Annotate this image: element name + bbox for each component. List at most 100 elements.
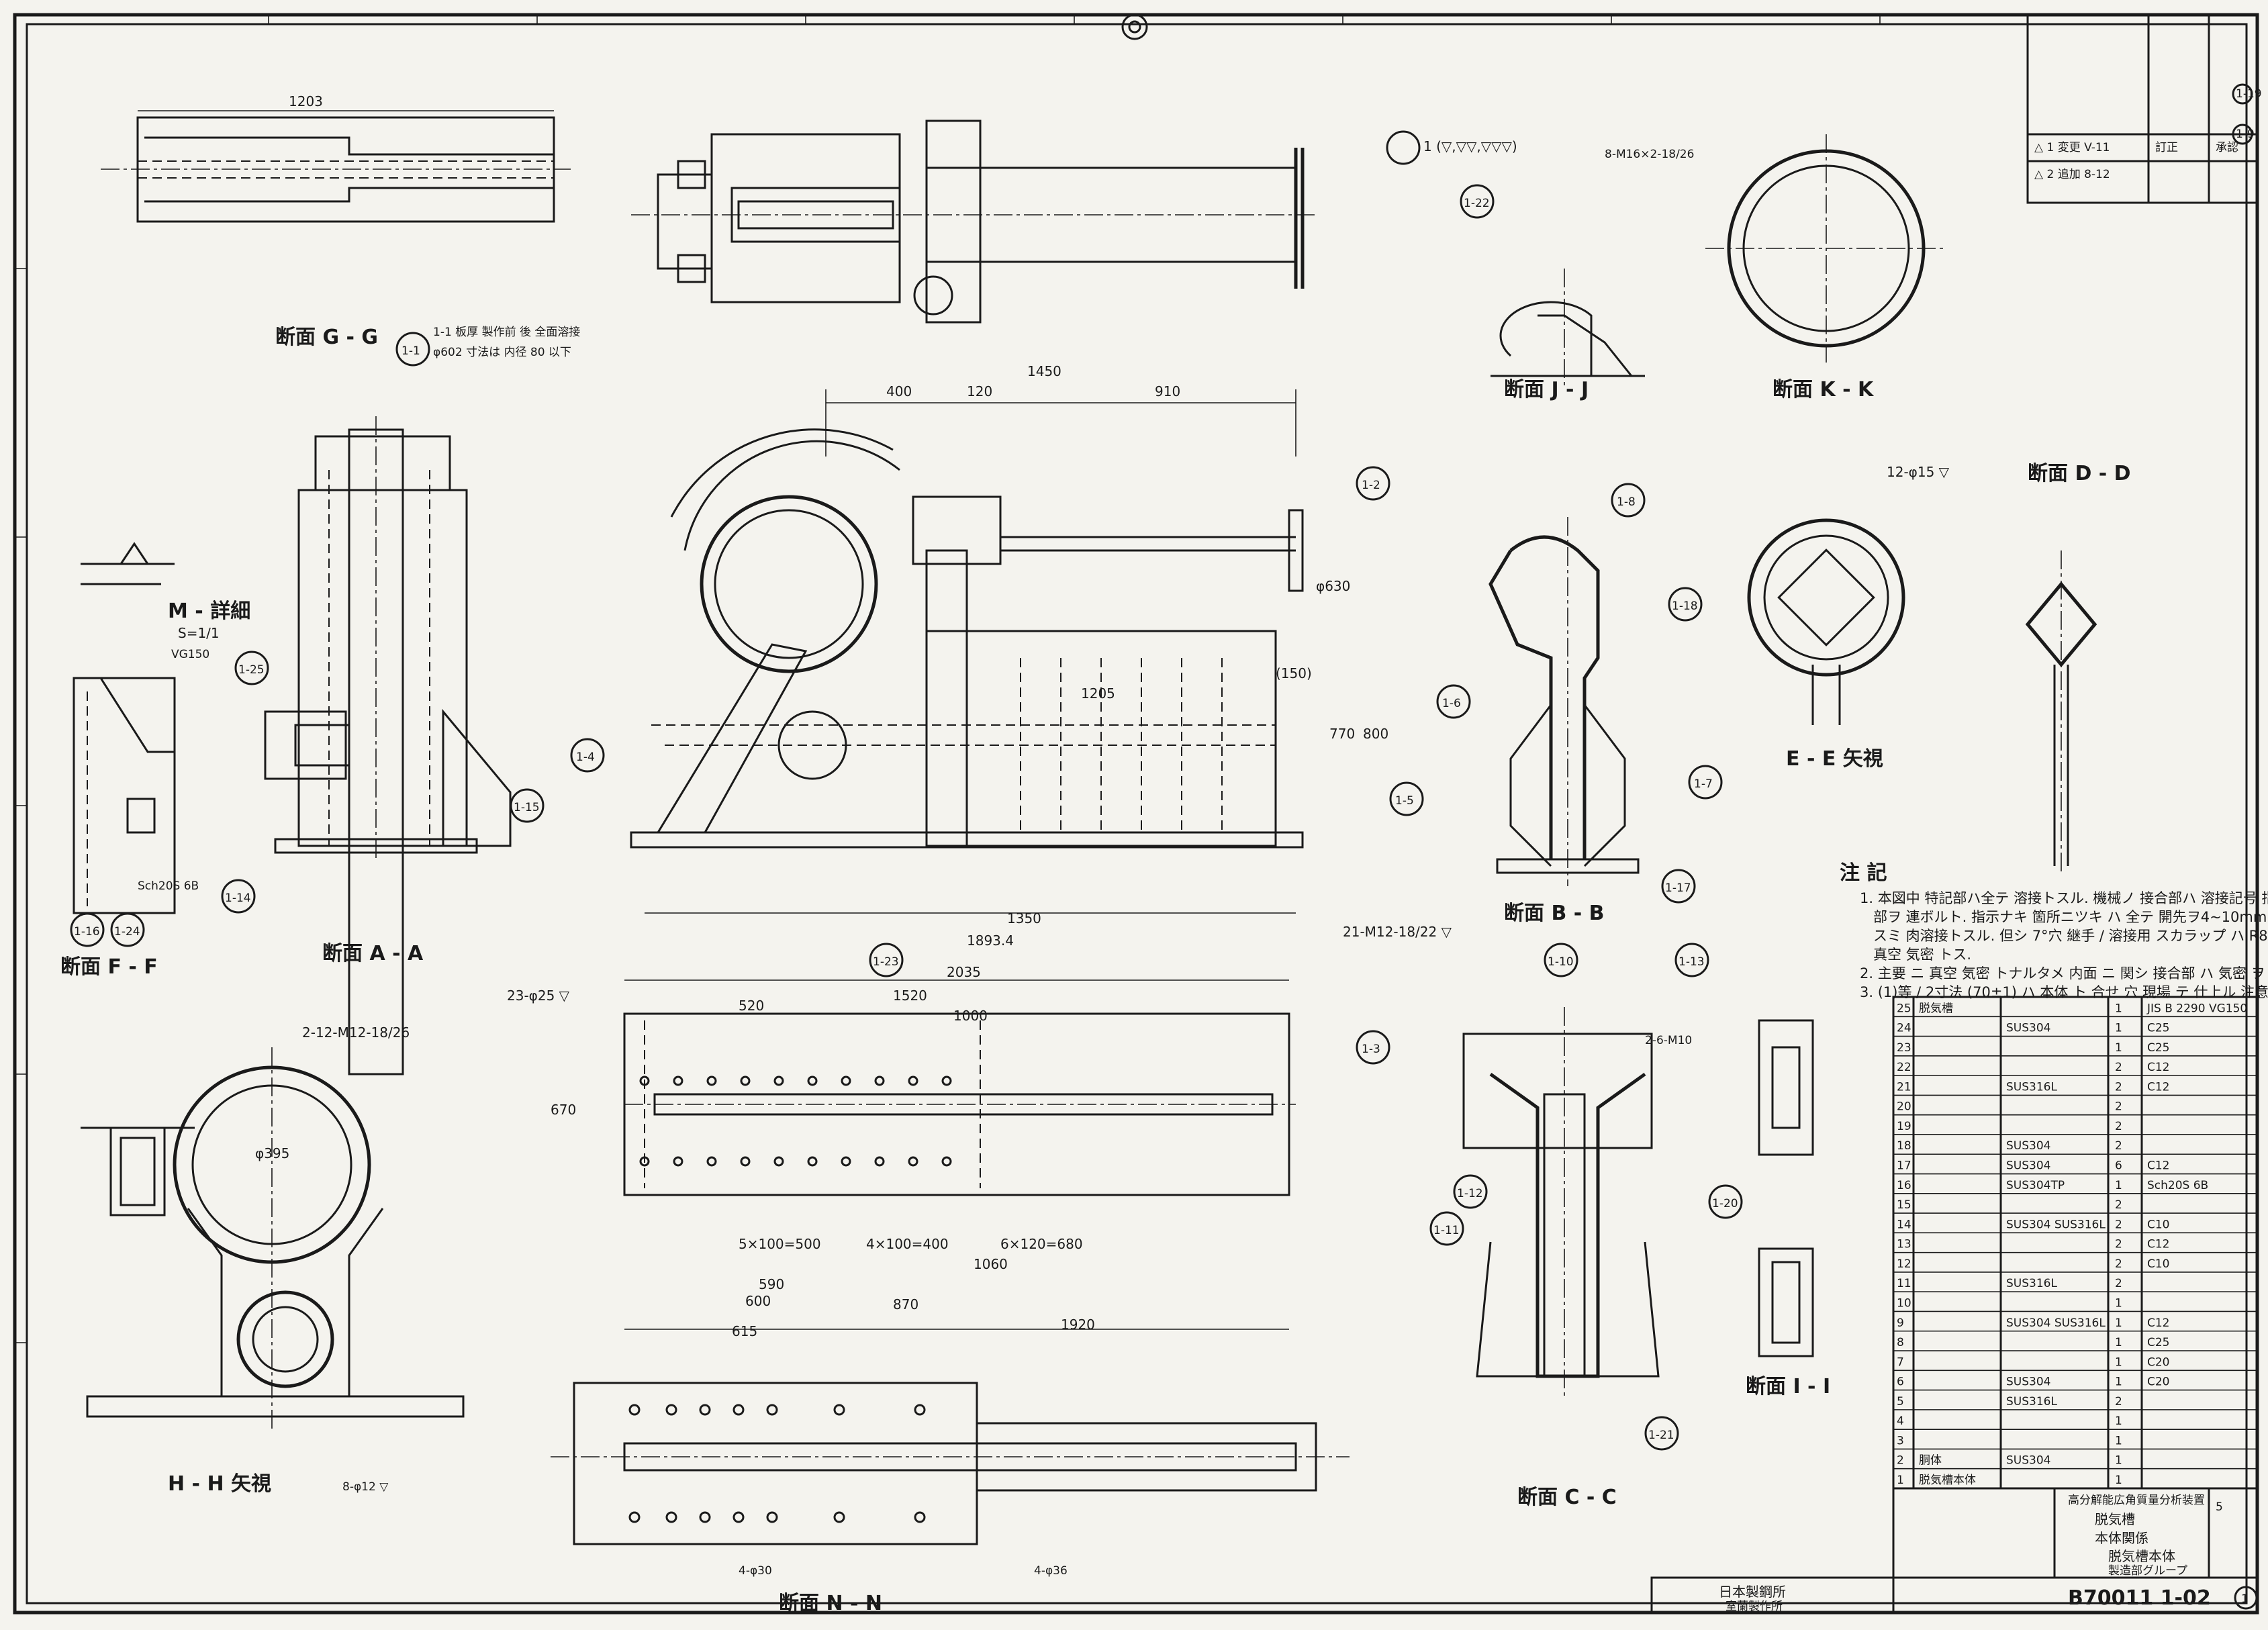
balloon-1-6: 1-6 bbox=[1436, 684, 1471, 719]
parts-cell-mat: SUS316L bbox=[2006, 1080, 2057, 1094]
parts-cell-note: C20 bbox=[2147, 1355, 2170, 1369]
notes-heading: 注 記 bbox=[1840, 861, 1887, 885]
balloon-1-3: 1-3 bbox=[1356, 1030, 1390, 1065]
parts-cell-mat: SUS304 bbox=[2006, 1022, 2050, 1035]
label-view-hh: H - H 矢視 bbox=[168, 1472, 271, 1496]
svg-text:1-17: 1-17 bbox=[1665, 881, 1691, 895]
note-line-3: スミ 肉溶接トスル. 但シ 7°穴 継手 / 溶接用 スカラップ ハ R8ニ 統… bbox=[1873, 928, 2268, 944]
title-line-2: 脱気槽 bbox=[2095, 1511, 2135, 1527]
parts-cell-qty: 1 bbox=[2115, 1296, 2122, 1310]
parts-cell-no: 10 bbox=[1897, 1296, 1911, 1310]
balloon-1-17: 1-17 bbox=[1661, 869, 1696, 904]
svg-text:1-15: 1-15 bbox=[514, 801, 540, 814]
label-section-aa: 断面 A - A bbox=[322, 942, 424, 965]
view-section-dd bbox=[2025, 550, 2097, 873]
dim-1350: 1350 bbox=[1007, 910, 1041, 926]
svg-text:1-6: 1-6 bbox=[1442, 697, 1461, 710]
parts-cell-qty: 2 bbox=[2115, 1100, 2122, 1114]
parts-cell-qty: 1 bbox=[2115, 1474, 2122, 1487]
parts-cell-qty: 2 bbox=[2115, 1120, 2122, 1133]
dim-520: 520 bbox=[739, 998, 764, 1014]
label-section-gg: 断面 G - G bbox=[275, 326, 378, 349]
parts-cell-qty: 6 bbox=[2115, 1159, 2122, 1173]
dim-590: 590 bbox=[759, 1276, 784, 1292]
svg-text:1-12: 1-12 bbox=[1457, 1187, 1483, 1200]
svg-text:1-21: 1-21 bbox=[1648, 1429, 1674, 1442]
dim-1205: 1205 bbox=[1081, 685, 1115, 702]
parts-cell-name: 胴体 bbox=[1919, 1454, 1942, 1468]
revision-row-1: △ 1 変更 V-11 bbox=[2034, 141, 2110, 154]
dim-600: 600 bbox=[745, 1293, 771, 1309]
revision-col-2: 承認 bbox=[2216, 141, 2238, 154]
dim-800: 800 bbox=[1363, 726, 1388, 742]
balloon-1-8: 1-8 bbox=[1611, 483, 1646, 518]
balloon-1-10: 1-10 bbox=[1544, 943, 1578, 977]
dim-770: 770 bbox=[1329, 726, 1355, 742]
parts-cell-note: C10 bbox=[2147, 1218, 2170, 1231]
parts-cell-qty: 1 bbox=[2115, 1002, 2122, 1015]
label-section-bb: 断面 B - B bbox=[1504, 902, 1605, 925]
parts-cell-note: C12 bbox=[2147, 1238, 2170, 1251]
revision-row-2: △ 2 追加 8-12 bbox=[2034, 168, 2110, 181]
callout-holes-4b: 4-φ36 bbox=[1034, 1564, 1068, 1578]
label-section-ff: 断面 F - F bbox=[60, 955, 158, 979]
dim-1920: 1920 bbox=[1061, 1316, 1095, 1333]
main-shell-circle bbox=[700, 495, 878, 673]
parts-cell-qty: 2 bbox=[2115, 1198, 2122, 1212]
label-scale-m: S=1/1 bbox=[178, 625, 220, 641]
svg-text:1-7: 1-7 bbox=[1694, 777, 1713, 791]
parts-cell-no: 17 bbox=[1897, 1159, 1911, 1173]
callout-tapped-2-6: 2-6-M10 bbox=[1645, 1034, 1692, 1047]
balloon-1-2: 1-2 bbox=[1356, 466, 1390, 501]
parts-cell-no: 11 bbox=[1897, 1277, 1911, 1290]
parts-cell-mat: SUS304 SUS316L bbox=[2006, 1218, 2106, 1231]
dim-phi395: φ395 bbox=[255, 1145, 289, 1161]
parts-cell-qty: 1 bbox=[2115, 1434, 2122, 1447]
label-section-nn: 断面 N - N bbox=[779, 1592, 882, 1615]
svg-text:1-22: 1-22 bbox=[1464, 197, 1490, 210]
company-block: 日本製鋼所 室蘭製作所 bbox=[1650, 1576, 1895, 1614]
revision-mark bbox=[2234, 1586, 2258, 1610]
label-section-kk: 断面 K - K bbox=[1773, 378, 1875, 401]
parts-cell-note: C25 bbox=[2147, 1336, 2170, 1349]
parts-cell-note: C25 bbox=[2147, 1022, 2170, 1035]
parts-cell-mat: SUS304TP bbox=[2006, 1179, 2065, 1192]
label-section-cc: 断面 C - C bbox=[1517, 1486, 1617, 1509]
parts-cell-no: 21 bbox=[1897, 1080, 1911, 1094]
callout-bore-note: φ602 寸法は 内径 80 以下 bbox=[433, 346, 571, 359]
view-section-aa bbox=[264, 416, 512, 1075]
parts-cell-no: 4 bbox=[1897, 1415, 1904, 1428]
callout-weld-note: 1-1 板厚 製作前 後 全面溶接 bbox=[433, 326, 580, 339]
callout-valve: VG150 bbox=[171, 648, 209, 661]
parts-cell-qty: 1 bbox=[2115, 1454, 2122, 1468]
dim-5x100: 5×100=500 bbox=[739, 1236, 821, 1252]
parts-cell-qty: 1 bbox=[2115, 1041, 2122, 1055]
balloon-1-24: 1-24 bbox=[110, 912, 145, 947]
parts-cell-qty: 2 bbox=[2115, 1061, 2122, 1074]
dim-phi630: φ630 bbox=[1316, 578, 1350, 594]
balloon-1-5: 1-5 bbox=[1389, 781, 1424, 816]
parts-cell-no: 25 bbox=[1897, 1002, 1911, 1015]
svg-text:1-10: 1-10 bbox=[1548, 955, 1574, 969]
balloon-1-25: 1-25 bbox=[234, 651, 269, 685]
balloon-1-7: 1-7 bbox=[1688, 765, 1723, 800]
part-balloons: 1-1 1-2 1-3 1-4 1-5 1-6 1-7 1-8 1-9 1-10… bbox=[70, 83, 2262, 1451]
callout-holes-12: 12-φ15 ▽ bbox=[1887, 464, 1950, 480]
title-line-1: 高分解能広角質量分析装置 bbox=[2068, 1494, 2205, 1507]
svg-text:1-20: 1-20 bbox=[1712, 1197, 1738, 1210]
balloon-1-11: 1-11 bbox=[1429, 1211, 1464, 1246]
balloon-1-14: 1-14 bbox=[221, 879, 256, 914]
parts-cell-mat: SUS304 bbox=[2006, 1454, 2050, 1468]
parts-cell-qty: 1 bbox=[2115, 1376, 2122, 1389]
note-line-1: 1. 本図中 特記部ハ全テ 溶接トスル. 機械ノ 接合部ハ 溶接記号 指示 bbox=[1860, 890, 2268, 906]
parts-cell-no: 8 bbox=[1897, 1336, 1904, 1349]
inner-border bbox=[26, 23, 2248, 1604]
parts-cell-note: C12 bbox=[2147, 1080, 2170, 1094]
parts-cell-mat: SUS304 SUS316L bbox=[2006, 1316, 2106, 1330]
balloon-1-16: 1-16 bbox=[70, 912, 105, 947]
balloon-1-12: 1-12 bbox=[1453, 1174, 1488, 1209]
title-block: 高分解能広角質量分析装置 脱気槽 本体関係 脱気槽本体 5 製造部グループ B7… bbox=[1892, 1487, 2259, 1614]
